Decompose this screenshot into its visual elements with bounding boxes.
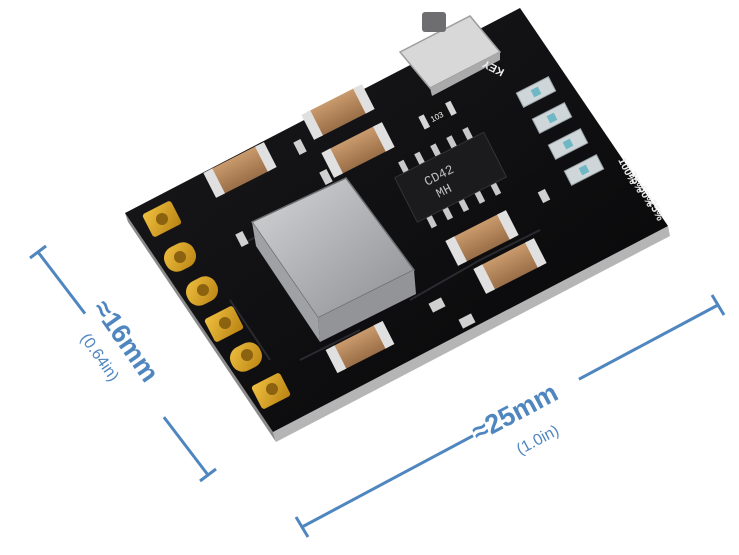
capacitor-4 bbox=[445, 210, 519, 266]
capacitor-3 bbox=[321, 122, 395, 178]
small-smd-parts bbox=[235, 138, 551, 329]
resistor: 103 bbox=[418, 100, 457, 130]
height-dimension-cap-top bbox=[29, 244, 47, 260]
led-indicators bbox=[515, 76, 605, 186]
width-dimension-cap-right bbox=[710, 294, 726, 316]
led-2 bbox=[531, 102, 573, 134]
capacitor-1 bbox=[203, 142, 277, 198]
width-dimension-cap-left bbox=[294, 516, 310, 538]
capacitor-2 bbox=[301, 84, 375, 140]
ic-marking-line2: MH bbox=[434, 181, 455, 201]
capacitor-6 bbox=[325, 320, 395, 374]
pcb-edge-side bbox=[125, 213, 276, 442]
inductor bbox=[250, 177, 416, 342]
led-4 bbox=[563, 154, 605, 186]
ic-chip: CD42 MH bbox=[393, 127, 508, 229]
pcb-edge-front bbox=[273, 226, 670, 442]
height-dimension-cap-bottom bbox=[199, 467, 217, 483]
capacitors bbox=[203, 84, 547, 374]
gold-pads bbox=[142, 201, 291, 409]
pcb-board bbox=[125, 8, 668, 432]
led-1 bbox=[515, 76, 557, 108]
push-button bbox=[398, 12, 502, 96]
capacitor-5 bbox=[473, 238, 547, 294]
led-3 bbox=[547, 128, 589, 160]
